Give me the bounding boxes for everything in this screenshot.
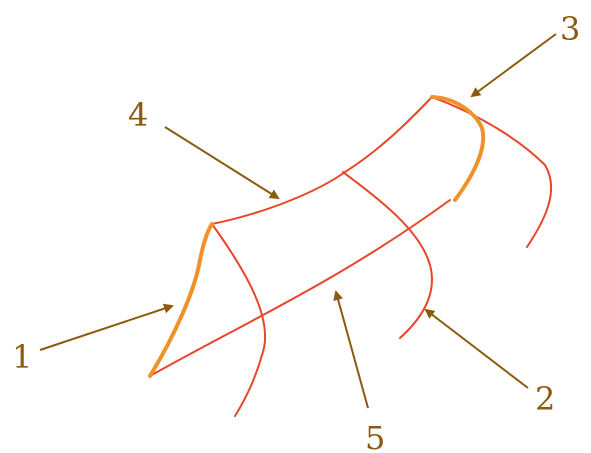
label-5: 5: [365, 419, 385, 453]
arrow-1: [39, 303, 174, 351]
label-4: 4: [128, 96, 148, 134]
profile-curve-1: [148, 222, 214, 378]
label-1: 1: [12, 338, 32, 376]
cross-section-left: [211, 223, 267, 417]
top-rail-curve: [211, 96, 433, 225]
label-2: 2: [535, 380, 555, 418]
arrow-4: [164, 126, 280, 200]
cross-section-middle: [342, 171, 433, 339]
arrow-3: [470, 33, 557, 98]
profile-curve-3: [430, 95, 486, 202]
arrow-2: [424, 308, 529, 389]
cross-section-right: [431, 96, 553, 248]
bottom-rail-curve: [149, 199, 451, 377]
arrow-5: [333, 290, 369, 409]
label-3: 3: [560, 10, 580, 48]
